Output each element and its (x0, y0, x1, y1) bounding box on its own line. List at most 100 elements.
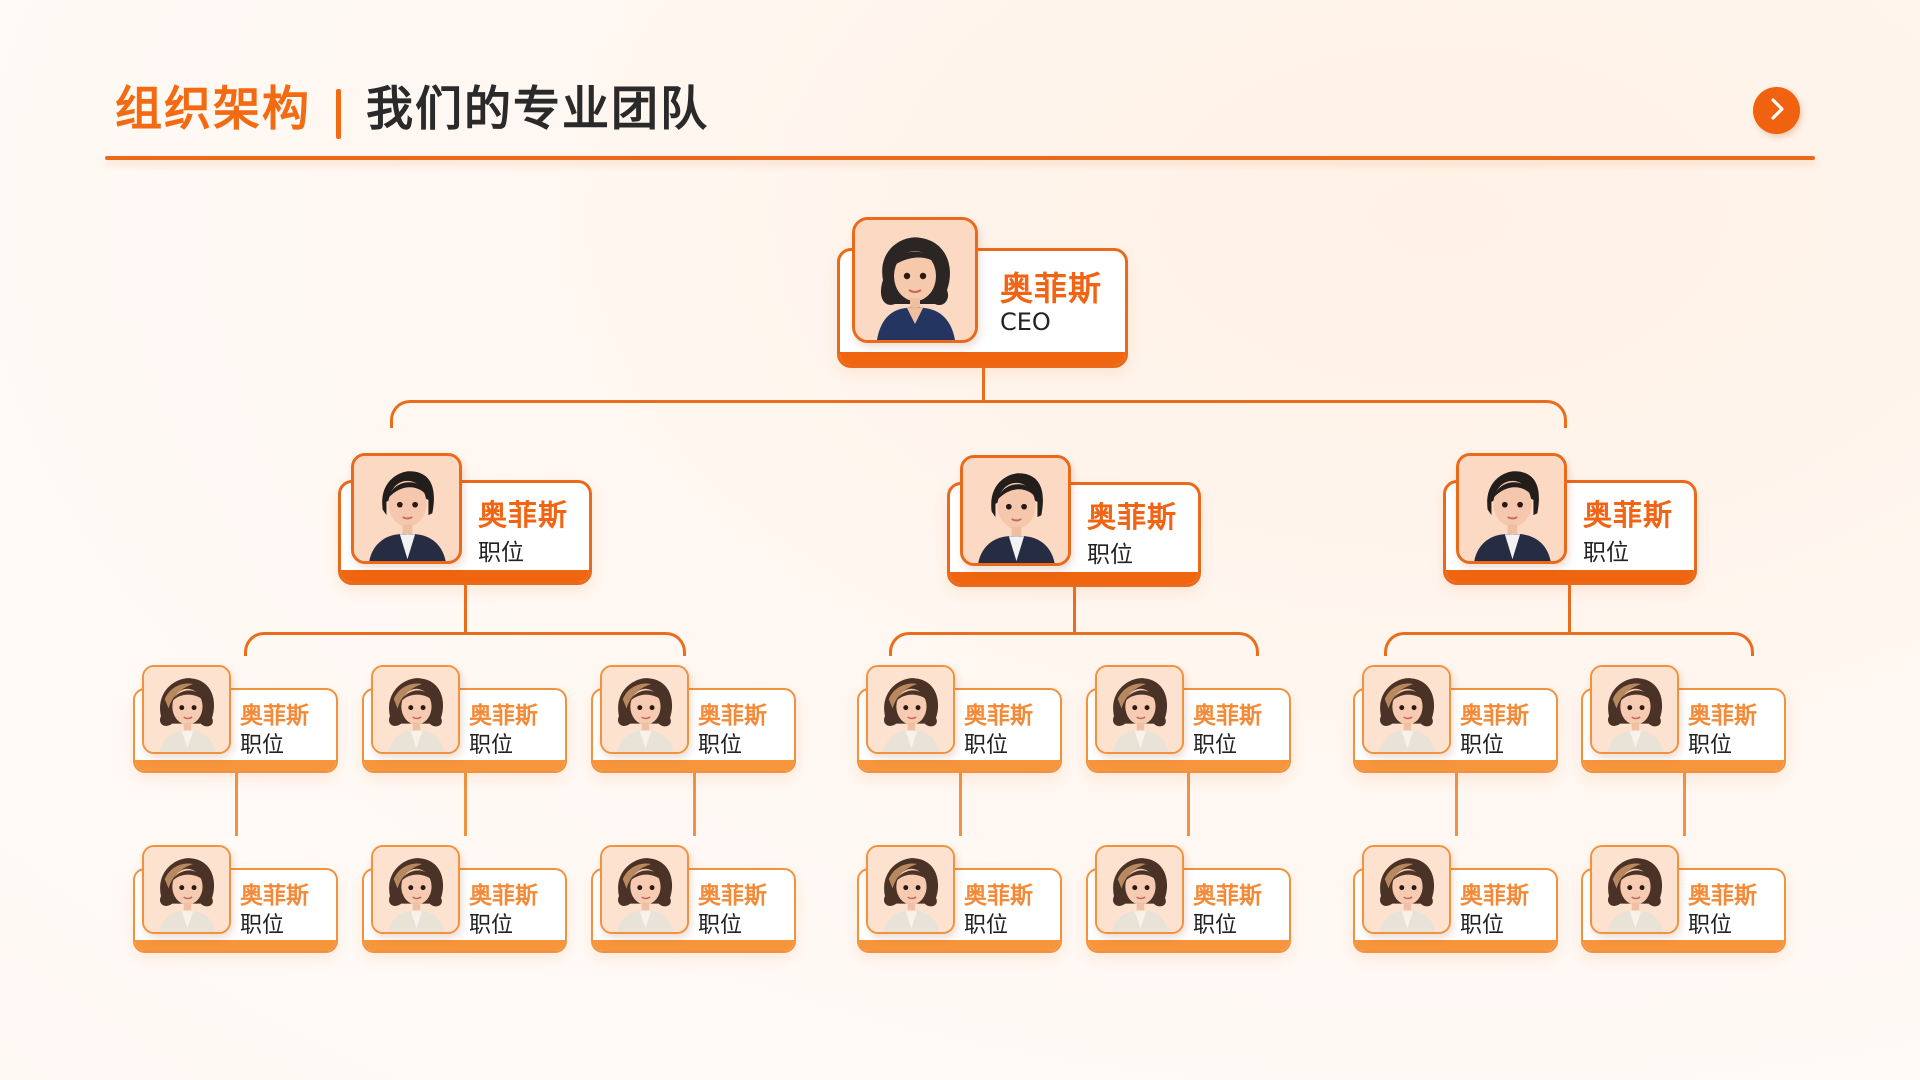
card-accent-bar (135, 940, 336, 951)
connector (235, 773, 238, 836)
member-name: 奥菲斯 (1087, 500, 1178, 534)
member-name: 奥菲斯 (240, 883, 309, 909)
org-card-team-lead[interactable]: 奥菲斯 职位 (1581, 665, 1786, 773)
card-accent-bar (593, 760, 794, 771)
connector (911, 632, 1237, 635)
header-divider (105, 156, 1815, 160)
member-role: 职位 (469, 913, 514, 938)
title-subtitle: 我们的专业团队 (366, 82, 709, 137)
avatar (1095, 665, 1184, 754)
title-separator (336, 89, 341, 139)
card-accent-bar (364, 940, 565, 951)
member-role: 职位 (1193, 913, 1238, 938)
member-name: 奥菲斯 (469, 703, 538, 729)
connector (1455, 773, 1458, 836)
member-role: CEO (1000, 308, 1051, 336)
connector (390, 400, 414, 428)
avatar (866, 665, 955, 754)
avatar (142, 845, 231, 934)
avatar (371, 845, 460, 934)
connector (889, 632, 913, 656)
card-accent-bar (840, 352, 1125, 365)
org-card-manager[interactable]: 奥菲斯 职位 (338, 453, 592, 585)
member-name: 奥菲斯 (478, 498, 569, 532)
member-name: 奥菲斯 (1583, 498, 1674, 532)
org-card-team-lead[interactable]: 奥菲斯 职位 (591, 665, 796, 773)
connector (1235, 632, 1259, 656)
connector (1406, 632, 1732, 635)
org-card-team-lead[interactable]: 奥菲斯 职位 (857, 665, 1062, 773)
card-accent-bar (341, 570, 589, 582)
avatar (600, 665, 689, 754)
card-accent-bar (859, 760, 1060, 771)
avatar (142, 665, 231, 754)
connector (1543, 400, 1567, 428)
avatar (866, 845, 955, 934)
connector (982, 368, 985, 402)
card-accent-bar (593, 940, 794, 951)
connector (244, 632, 268, 656)
member-role: 职位 (1460, 913, 1505, 938)
org-card-team-lead[interactable]: 奥菲斯 职位 (1353, 665, 1558, 773)
org-card-team-member[interactable]: 奥菲斯 职位 (362, 845, 567, 953)
member-role: 职位 (1087, 542, 1133, 568)
org-card-team-member[interactable]: 奥菲斯 职位 (1353, 845, 1558, 953)
org-card-team-member[interactable]: 奥菲斯 职位 (1086, 845, 1291, 953)
org-card-team-member[interactable]: 奥菲斯 职位 (133, 845, 338, 953)
avatar (1095, 845, 1184, 934)
card-accent-bar (364, 760, 565, 771)
card-accent-bar (859, 940, 1060, 951)
member-role: 职位 (698, 913, 743, 938)
connector (662, 632, 686, 656)
card-accent-bar (1446, 570, 1694, 582)
card-accent-bar (1088, 940, 1289, 951)
member-name: 奥菲斯 (698, 883, 767, 909)
member-role: 职位 (964, 733, 1009, 758)
org-card-manager[interactable]: 奥菲斯 职位 (1443, 453, 1697, 585)
connector (464, 773, 467, 836)
connector (1568, 585, 1571, 633)
org-card-ceo[interactable]: 奥菲斯 CEO (837, 217, 1128, 368)
card-accent-bar (135, 760, 336, 771)
org-card-team-lead[interactable]: 奥菲斯 职位 (362, 665, 567, 773)
avatar (1362, 665, 1451, 754)
member-name: 奥菲斯 (698, 703, 767, 729)
member-role: 职位 (240, 913, 285, 938)
chevron-right-icon (1764, 96, 1790, 126)
avatar (1362, 845, 1451, 934)
connector (1730, 632, 1754, 656)
org-card-team-member[interactable]: 奥菲斯 职位 (857, 845, 1062, 953)
member-role: 职位 (698, 733, 743, 758)
connector (1384, 632, 1408, 656)
avatar (852, 217, 978, 343)
member-role: 职位 (1460, 733, 1505, 758)
card-accent-bar (1088, 760, 1289, 771)
connector (959, 773, 962, 836)
avatar (600, 845, 689, 934)
avatar (1456, 453, 1567, 564)
card-accent-bar (1583, 940, 1784, 951)
avatar (371, 665, 460, 754)
next-button[interactable] (1753, 87, 1800, 134)
member-name: 奥菲斯 (1460, 883, 1529, 909)
member-role: 职位 (964, 913, 1009, 938)
org-card-team-lead[interactable]: 奥菲斯 职位 (1086, 665, 1291, 773)
connector (1187, 773, 1190, 836)
member-role: 职位 (1583, 540, 1629, 566)
card-accent-bar (950, 572, 1198, 584)
member-role: 职位 (1688, 913, 1733, 938)
org-card-team-lead[interactable]: 奥菲斯 职位 (133, 665, 338, 773)
org-card-team-member[interactable]: 奥菲斯 职位 (591, 845, 796, 953)
member-name: 奥菲斯 (964, 703, 1033, 729)
member-name: 奥菲斯 (964, 883, 1033, 909)
title-main: 组织架构 (115, 82, 311, 137)
org-card-team-member[interactable]: 奥菲斯 职位 (1581, 845, 1786, 953)
member-name: 奥菲斯 (1193, 703, 1262, 729)
connector (266, 632, 664, 635)
member-role: 职位 (1193, 733, 1238, 758)
connector (693, 773, 696, 836)
org-card-manager[interactable]: 奥菲斯 职位 (947, 455, 1201, 587)
member-name: 奥菲斯 (469, 883, 538, 909)
member-role: 职位 (478, 540, 524, 566)
card-accent-bar (1355, 760, 1556, 771)
